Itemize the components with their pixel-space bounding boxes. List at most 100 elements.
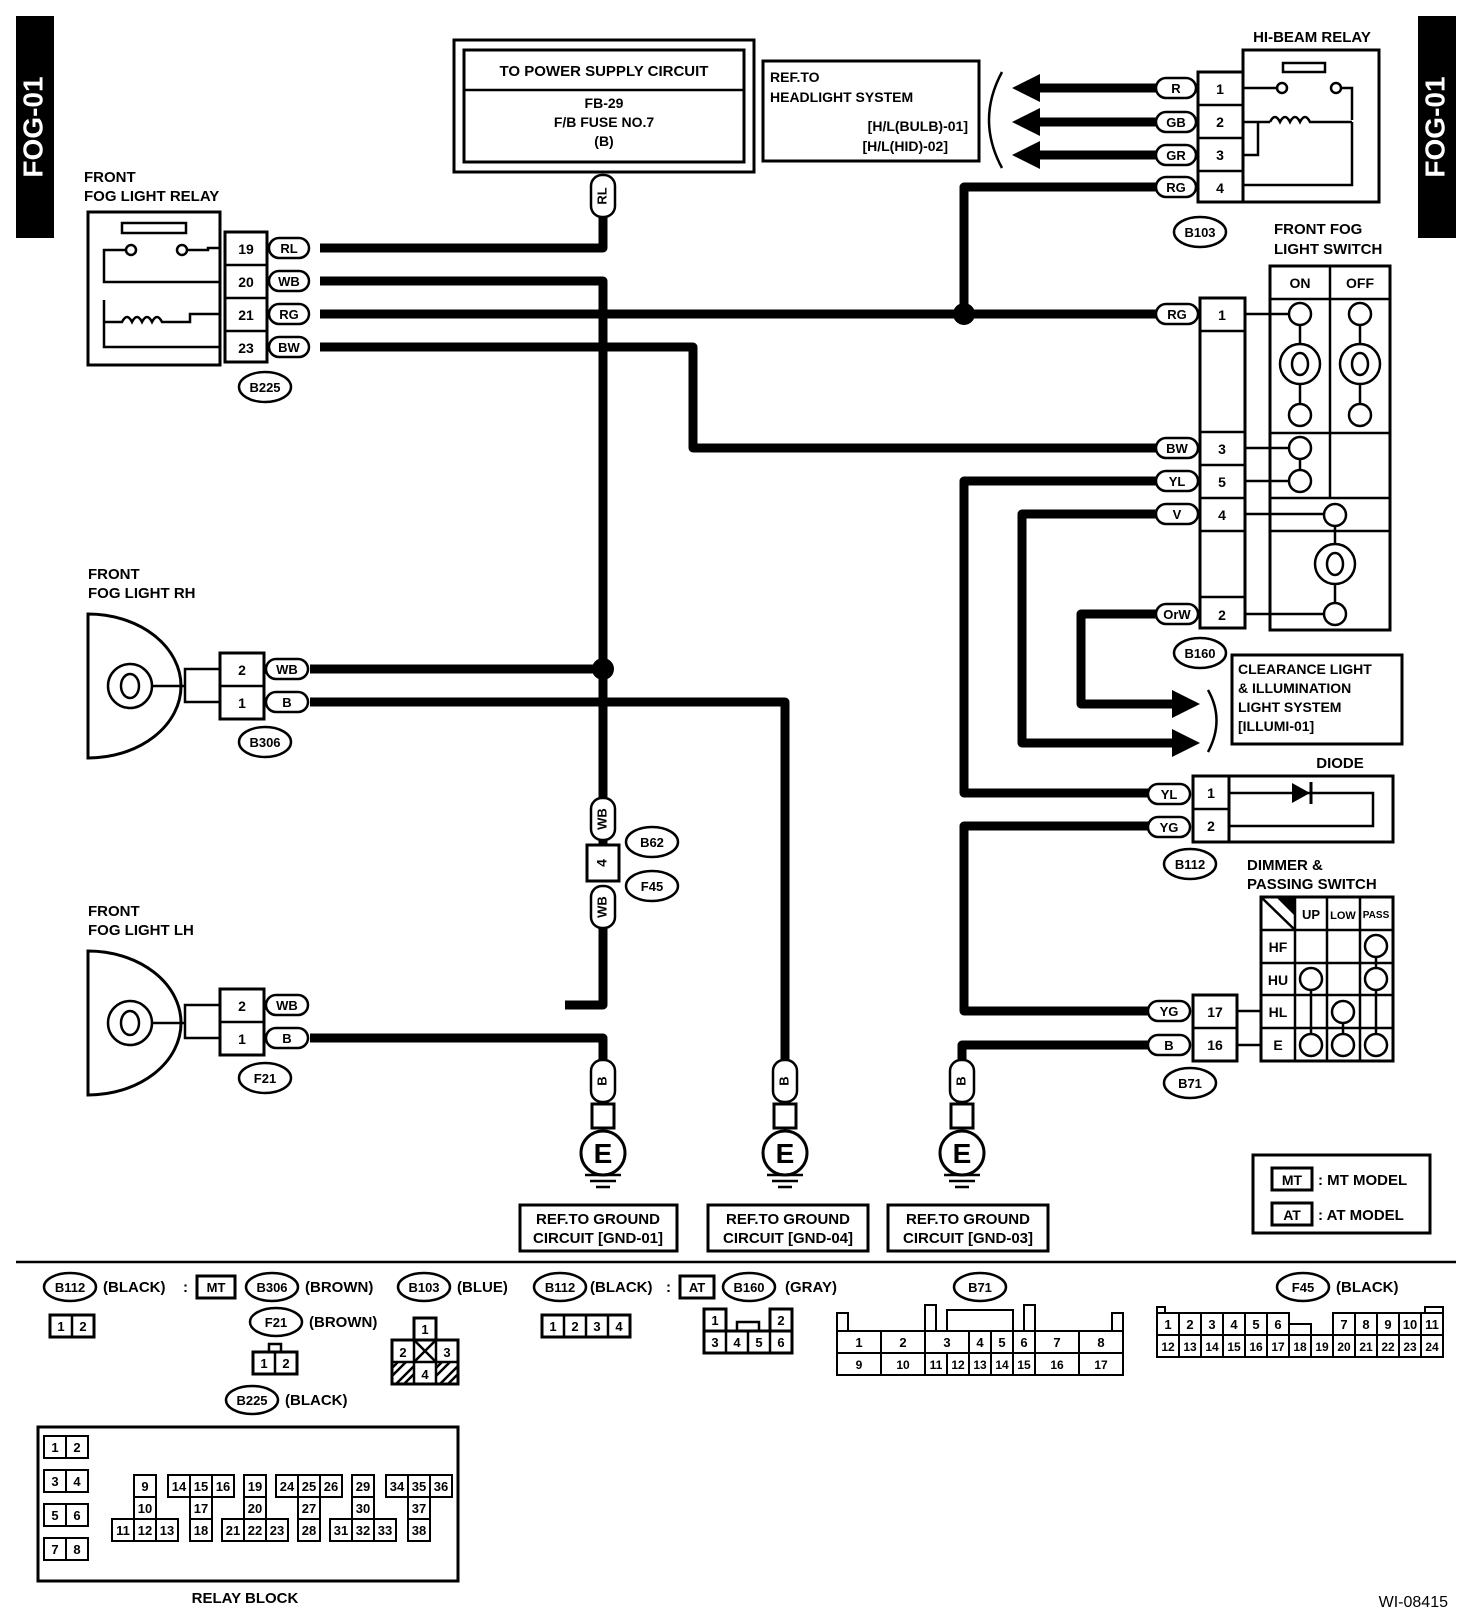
conn-pin: 18 bbox=[194, 1523, 208, 1538]
conn-pin: 3 bbox=[51, 1474, 58, 1489]
power-supply-box: TO POWER SUPPLY CIRCUIT FB-29 F/B FUSE N… bbox=[452, 38, 756, 174]
conn-pin: 38 bbox=[412, 1523, 426, 1538]
b112-connector-label: B112 bbox=[1175, 857, 1205, 872]
conn-pin: 9 bbox=[1384, 1317, 1391, 1332]
pin-number: 3 bbox=[1218, 441, 1226, 457]
pin-number: 19 bbox=[238, 241, 254, 257]
wire-label: B bbox=[953, 1076, 968, 1085]
conn-pin: 2 bbox=[777, 1313, 784, 1328]
conn-name: B112 bbox=[55, 1280, 85, 1295]
wire-label: GB bbox=[1166, 115, 1186, 130]
conn-pin: 10 bbox=[1403, 1317, 1417, 1332]
conn-pin: 16 bbox=[1050, 1358, 1064, 1372]
power-box-line3: (B) bbox=[594, 133, 613, 149]
pin-number: 5 bbox=[1218, 474, 1226, 490]
conn-pin: 20 bbox=[248, 1501, 262, 1516]
pin-cell bbox=[373, 1518, 397, 1542]
conn-pin: 4 bbox=[73, 1474, 81, 1489]
ground-symbol: E bbox=[776, 1138, 795, 1169]
conn-sep: : bbox=[183, 1279, 188, 1296]
wire-label: BW bbox=[278, 340, 300, 355]
headlight-ref-line4: [H/L(HID)-02] bbox=[862, 138, 948, 154]
wire-label: YG bbox=[1160, 1004, 1179, 1019]
clearance-ref-line2: & ILLUMINATION bbox=[1238, 680, 1351, 696]
conn-pin: 6 bbox=[73, 1508, 80, 1523]
conn-color: (BLACK) bbox=[590, 1279, 652, 1296]
pin-number: 2 bbox=[238, 662, 246, 678]
conn-pin: 4 bbox=[1230, 1317, 1238, 1332]
conn-pin: 2 bbox=[73, 1440, 80, 1455]
conn-color: (BROWN) bbox=[305, 1279, 373, 1296]
dimmer-col-up: UP bbox=[1302, 907, 1320, 922]
fog-light-relay: FRONT FOG LIGHT RELAY 19 20 21 23 RL WB … bbox=[84, 169, 311, 404]
wire-label: R bbox=[1171, 81, 1181, 96]
dimmer-title1: DIMMER & bbox=[1247, 857, 1323, 874]
pin-number: 4 bbox=[1218, 507, 1226, 523]
legend-text-mt: : MT MODEL bbox=[1318, 1172, 1407, 1189]
conn-pin: 24 bbox=[1425, 1340, 1439, 1354]
conn-pin: 37 bbox=[412, 1501, 426, 1516]
fog-lh-title2: FOG LIGHT LH bbox=[88, 922, 194, 939]
conn-pin: 7 bbox=[51, 1542, 58, 1557]
conn-pin: 27 bbox=[302, 1501, 316, 1516]
fog-switch-title2: LIGHT SWITCH bbox=[1274, 241, 1382, 258]
headlight-ref-line2: HEADLIGHT SYSTEM bbox=[770, 89, 913, 105]
relay-block-label: RELAY BLOCK bbox=[192, 1590, 299, 1607]
dimmer-row-hl: HL bbox=[1269, 1004, 1288, 1020]
conn-model-tag: AT bbox=[689, 1280, 705, 1295]
ground-ref-line1: REF.TO GROUND bbox=[726, 1211, 850, 1228]
conn-pin: 32 bbox=[356, 1523, 370, 1538]
conn-pin: 15 bbox=[194, 1479, 208, 1494]
conn-pin: 3 bbox=[593, 1319, 600, 1334]
power-box-line1: FB-29 bbox=[585, 95, 624, 111]
wire-label: B bbox=[282, 695, 291, 710]
conn-pin: 23 bbox=[1403, 1340, 1417, 1354]
pin-number: 1 bbox=[238, 1031, 246, 1047]
pin-cell bbox=[211, 1474, 235, 1498]
pin-cell bbox=[319, 1474, 343, 1498]
conn-model-tag: MT bbox=[207, 1280, 226, 1295]
pin-cell bbox=[65, 1469, 89, 1493]
conn-pin: 9 bbox=[141, 1479, 148, 1494]
conn-pin: 3 bbox=[1208, 1317, 1215, 1332]
conn-pin: 4 bbox=[976, 1335, 984, 1350]
wire-label: BW bbox=[1166, 441, 1188, 456]
conn-pin: 17 bbox=[194, 1501, 208, 1516]
wire-label: B bbox=[776, 1076, 791, 1085]
pin-number: 23 bbox=[238, 340, 254, 356]
ground-1: B E REF.TO GROUND CIRCUIT [GND-01] bbox=[518, 1058, 679, 1253]
conn-pin: 13 bbox=[1183, 1340, 1197, 1354]
conn-pin: 2 bbox=[399, 1345, 406, 1360]
wire-label: B bbox=[282, 1031, 291, 1046]
wire-label: B bbox=[1164, 1038, 1173, 1053]
pin-cell bbox=[297, 1518, 321, 1542]
pin-cell bbox=[1420, 1334, 1444, 1358]
conn-pin: 16 bbox=[1249, 1340, 1263, 1354]
ground-symbol: E bbox=[594, 1138, 613, 1169]
ground-ref-line1: REF.TO GROUND bbox=[536, 1211, 660, 1228]
conn-pin: 14 bbox=[995, 1358, 1009, 1372]
conn-pin: 23 bbox=[270, 1523, 284, 1538]
clearance-ref-box: CLEARANCE LIGHT & ILLUMINATION LIGHT SYS… bbox=[1230, 653, 1404, 746]
b225-connector-label: B225 bbox=[249, 380, 280, 395]
ground-3: B E REF.TO GROUND CIRCUIT [GND-03] bbox=[886, 1058, 1050, 1253]
left-tab bbox=[16, 16, 54, 238]
dimmer-col-low: LOW bbox=[1330, 910, 1356, 922]
hibeam-wire-labels: R GB GR RG bbox=[1154, 76, 1198, 199]
conn-pin: 35 bbox=[412, 1479, 426, 1494]
pin-number: 2 bbox=[1218, 607, 1226, 623]
conn-pin: 24 bbox=[280, 1479, 295, 1494]
f45-connector-label: F45 bbox=[641, 879, 663, 894]
conn-pin: 17 bbox=[1271, 1340, 1285, 1354]
conn-pin: 26 bbox=[324, 1479, 338, 1494]
conn-name: B306 bbox=[256, 1280, 287, 1295]
diode-title: DIODE bbox=[1316, 755, 1364, 772]
pin-number: 1 bbox=[1216, 81, 1224, 97]
conn-pin: 6 bbox=[1274, 1317, 1281, 1332]
conn-pin: 1 bbox=[260, 1356, 267, 1371]
conn-pin: 19 bbox=[1315, 1340, 1329, 1354]
junction-dot bbox=[592, 658, 614, 680]
b306-connector-label: B306 bbox=[249, 735, 280, 750]
conn-pin: 7 bbox=[1340, 1317, 1347, 1332]
wire-label: B bbox=[594, 1076, 609, 1085]
